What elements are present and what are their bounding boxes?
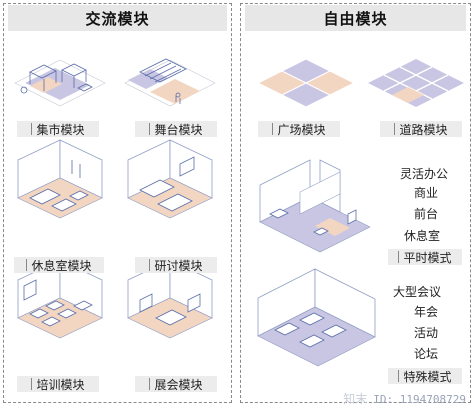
plaza-module-label: 广场模块 (258, 121, 340, 137)
special-item-large-meeting: 大型会议 (393, 285, 442, 299)
daily-item-commerce: 商业 (414, 186, 439, 200)
plaza-module-text: 广场模块 (277, 122, 326, 137)
road-module-illustration (368, 59, 464, 107)
lounge-module-label: 休息室模块 (14, 257, 104, 273)
watermark-id: ID: 1194708729 (373, 393, 466, 406)
seminar-module-text: 研讨模块 (154, 258, 203, 273)
stage-module-label: 舞台模块 (135, 121, 217, 137)
lounge-module-illustration (17, 139, 103, 219)
watermark: 知末 ID: 1194708729 (343, 390, 466, 407)
watermark-logo: 知末 (343, 392, 368, 406)
special-mode-text: 特殊模式 (403, 369, 452, 384)
special-mode-illustration (257, 268, 376, 367)
free-modules-panel (240, 3, 471, 403)
lounge-module-text: 休息室模块 (31, 258, 92, 273)
daily-mode-text: 平时模式 (403, 250, 452, 265)
market-module-label: 集市模块 (17, 121, 99, 137)
road-module-text: 道路模块 (399, 122, 448, 137)
special-item-event: 活动 (414, 326, 439, 340)
road-module-label: 道路模块 (380, 121, 462, 137)
free-modules-title: 自由模块 (245, 5, 466, 31)
daily-item-reception: 前台 (414, 207, 439, 221)
market-module-text: 集市模块 (36, 122, 85, 137)
stage-module-illustration (124, 58, 216, 107)
exhibition-module-label: 展会模块 (135, 376, 217, 392)
special-item-forum: 论坛 (414, 347, 439, 361)
exchange-modules-panel (3, 3, 232, 403)
seminar-module-illustration (127, 139, 213, 219)
seminar-module-label: 研讨模块 (135, 257, 217, 273)
exchange-modules-title: 交流模块 (8, 5, 227, 31)
daily-mode-label: 平时模式 (388, 249, 462, 265)
stage-module-text: 舞台模块 (154, 122, 203, 137)
special-mode-label: 特殊模式 (388, 368, 462, 384)
exhibition-module-illustration (127, 259, 213, 339)
special-item-annual-party: 年会 (414, 305, 439, 319)
market-module-illustration (14, 59, 106, 107)
daily-item-lounge: 休息室 (404, 229, 441, 243)
exhibition-module-text: 展会模块 (154, 377, 203, 392)
plaza-module-illustration (256, 58, 356, 108)
training-module-text: 培训模块 (36, 377, 85, 392)
training-module-label: 培训模块 (17, 376, 99, 392)
daily-mode-illustration (259, 159, 371, 253)
daily-item-flexible-office: 灵活办公 (400, 167, 449, 181)
